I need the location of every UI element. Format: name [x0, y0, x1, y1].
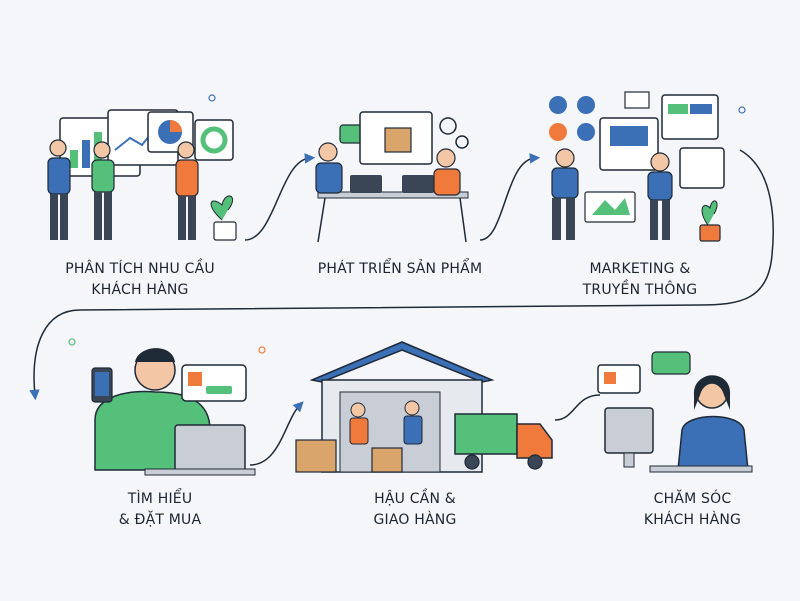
shopping-illustration: [91, 348, 256, 476]
step-label-logistics: HẬU CẦN & GIAO HÀNG: [315, 489, 515, 531]
step-label-customer-care: CHĂM SÓC KHÁCH HÀNG: [595, 489, 790, 531]
step-label-line: CHĂM SÓC: [653, 491, 732, 507]
step-label-analysis: PHÂN TÍCH NHU CẦU KHÁCH HÀNG: [30, 259, 250, 301]
step-label-line: PHÁT TRIỂN SẢN PHẨM: [317, 261, 483, 277]
flow-connector: [479, 153, 541, 241]
step-label-line: HẬU CẦN &: [374, 491, 456, 507]
marketing-illustration: [549, 91, 725, 242]
step-label-line: GIAO HÀNG: [373, 512, 457, 528]
support-illustration: [597, 351, 753, 473]
step-label-product-dev: PHÁT TRIỂN SẢN PHẨM: [290, 259, 510, 280]
step-label-line: KHÁCH HÀNG: [643, 512, 742, 528]
step-label-browse-order: TÌM HIỂU & ĐẶT MUA: [60, 489, 260, 531]
step-label-line: PHÂN TÍCH NHU CẦU: [65, 261, 215, 277]
sparkle-icon: [738, 106, 746, 114]
sparkle-icon: [258, 346, 266, 354]
analysis-illustration: [47, 109, 237, 241]
flow-connector: [554, 394, 601, 421]
product-dev-illustration: [315, 111, 469, 243]
sparkle-icon: [208, 94, 216, 102]
logistics-illustration: [295, 341, 553, 473]
step-label-line: & ĐẶT MUA: [118, 512, 202, 528]
step-label-line: TRUYỀN THÔNG: [582, 282, 698, 298]
step-label-line: KHÁCH HÀNG: [91, 282, 189, 298]
flow-connector: [249, 401, 304, 466]
flow-connector: [244, 153, 316, 241]
step-label-marketing: MARKETING & TRUYỀN THÔNG: [530, 259, 750, 301]
step-label-line: MARKETING &: [589, 261, 691, 277]
step-label-line: TÌM HIỂU: [127, 491, 193, 507]
flow-connector: [29, 149, 774, 401]
sparkle-icon: [68, 338, 76, 346]
